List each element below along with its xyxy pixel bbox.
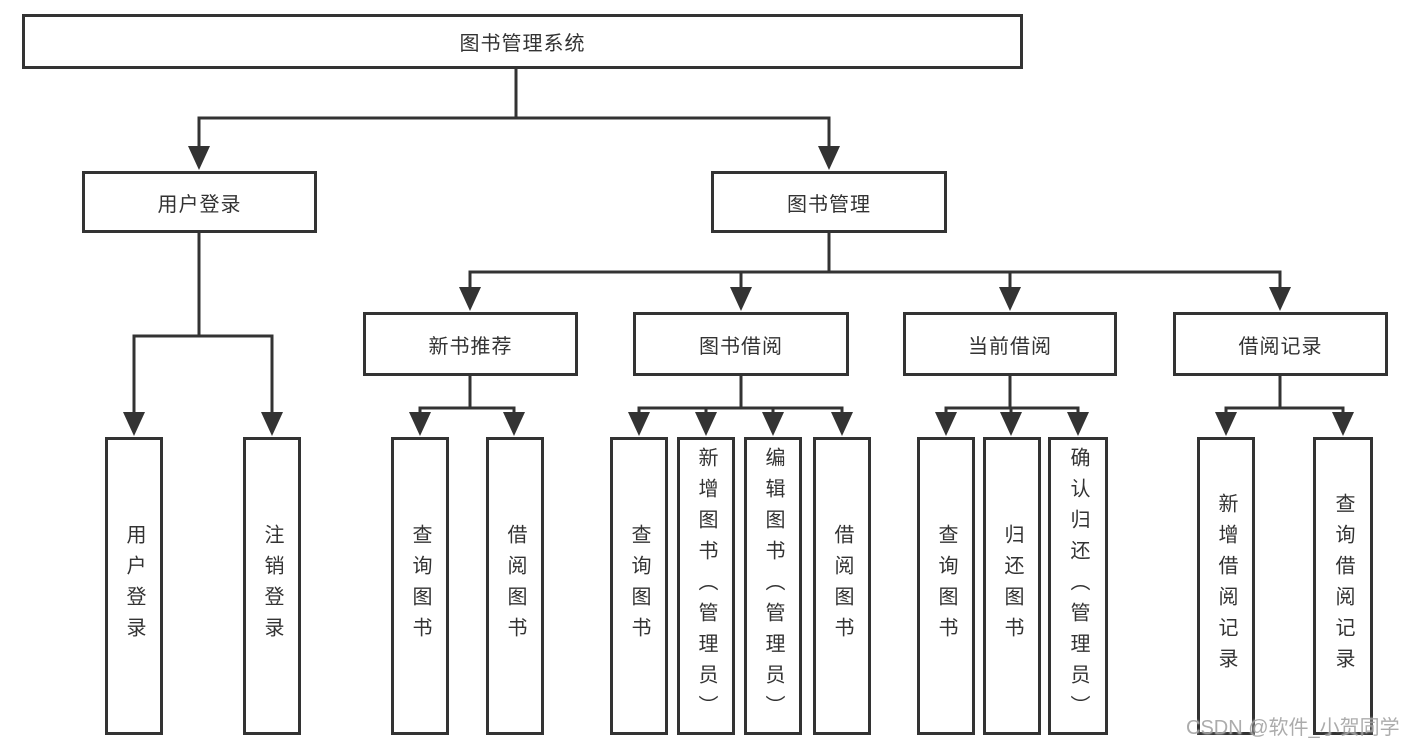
watermark: CSDN @软件_小贺同学: [1186, 717, 1400, 739]
arrowhead: [730, 287, 752, 311]
leaf-query-book-borrow: 查询图书: [610, 437, 668, 735]
leaf-return-book: 归还图书: [983, 437, 1041, 735]
leaf-query-book-recommend-label: 查询图书: [409, 524, 431, 648]
arrowhead: [459, 287, 481, 311]
connector-line: [637, 406, 844, 412]
arrowhead: [1215, 412, 1237, 436]
node-borrow-records-label: 借阅记录: [1238, 335, 1323, 358]
leaf-add-book-admin-label: 新增图书（管理员）: [695, 446, 717, 726]
node-new-book-recommend-label: 新书推荐: [428, 335, 513, 358]
arrowhead: [1067, 412, 1089, 436]
leaf-add-book-admin: 新增图书（管理员）: [677, 437, 735, 735]
leaf-return-book-label: 归还图书: [1001, 524, 1023, 648]
leaf-add-borrow-record: 新增借阅记录: [1197, 437, 1255, 735]
arrowhead: [1269, 287, 1291, 311]
leaf-borrow-book-recommend-label: 借阅图书: [504, 524, 526, 648]
leaf-query-borrow-record: 查询借阅记录: [1313, 437, 1373, 735]
connector-line: [418, 406, 516, 412]
leaf-borrow-book-recommend: 借阅图书: [486, 437, 544, 735]
arrowhead: [628, 412, 650, 436]
arrowhead: [261, 412, 283, 436]
leaf-query-book-current-label: 查询图书: [935, 524, 957, 648]
arrowhead: [1000, 412, 1022, 436]
arrowhead: [818, 146, 840, 170]
leaf-query-book-borrow-label: 查询图书: [628, 524, 650, 648]
connector-line: [1224, 406, 1345, 412]
arrowhead: [999, 287, 1021, 311]
leaf-query-borrow-record-label: 查询借阅记录: [1332, 493, 1354, 679]
leaf-user-login: 用户登录: [105, 437, 163, 735]
leaf-user-login-label: 用户登录: [123, 524, 145, 648]
connector-current-borrow: [935, 376, 1089, 436]
node-current-borrow-label: 当前借阅: [968, 335, 1052, 358]
arrowhead: [695, 412, 717, 436]
connector-user-login: [123, 233, 283, 436]
node-user-login: 用户登录: [82, 171, 317, 233]
leaf-borrow-book-borrow: 借阅图书: [813, 437, 871, 735]
leaf-logout-login-label: 注销登录: [261, 524, 283, 648]
leaf-query-book-recommend: 查询图书: [391, 437, 449, 735]
arrowhead: [762, 412, 784, 436]
node-book-borrow: 图书借阅: [633, 312, 849, 376]
arrowhead: [831, 412, 853, 436]
leaf-borrow-book-borrow-label: 借阅图书: [831, 524, 853, 648]
connector-root: [188, 69, 840, 170]
connector-line: [132, 334, 274, 412]
leaf-logout-login: 注销登录: [243, 437, 301, 735]
connector-book-management: [459, 233, 1291, 311]
connector-line: [468, 270, 1282, 287]
leaf-confirm-return-admin-label: 确认归还（管理员）: [1067, 446, 1089, 726]
leaf-edit-book-admin-label: 编辑图书（管理员）: [762, 446, 784, 726]
arrowhead: [503, 412, 525, 436]
arrowhead: [409, 412, 431, 436]
node-root: 图书管理系统: [22, 14, 1023, 69]
leaf-edit-book-admin: 编辑图书（管理员）: [744, 437, 802, 735]
node-book-borrow-label: 图书借阅: [699, 335, 783, 358]
arrowhead: [935, 412, 957, 436]
connector-borrow-records: [1215, 376, 1354, 436]
node-current-borrow: 当前借阅: [903, 312, 1117, 376]
node-borrow-records: 借阅记录: [1173, 312, 1388, 376]
node-user-login-label: 用户登录: [157, 193, 242, 216]
leaf-confirm-return-admin: 确认归还（管理员）: [1048, 437, 1108, 735]
connector-line: [197, 116, 831, 146]
arrowhead: [1332, 412, 1354, 436]
connector-new-book-recommend: [409, 376, 525, 436]
arrowhead: [188, 146, 210, 170]
arrowhead: [123, 412, 145, 436]
node-new-book-recommend: 新书推荐: [363, 312, 578, 376]
node-book-management-label: 图书管理: [787, 193, 871, 216]
leaf-add-borrow-record-label: 新增借阅记录: [1215, 493, 1237, 679]
leaf-query-book-current: 查询图书: [917, 437, 975, 735]
node-root-label: 图书管理系统: [459, 33, 586, 55]
node-book-management: 图书管理: [711, 171, 947, 233]
connector-book-borrow: [628, 376, 853, 436]
